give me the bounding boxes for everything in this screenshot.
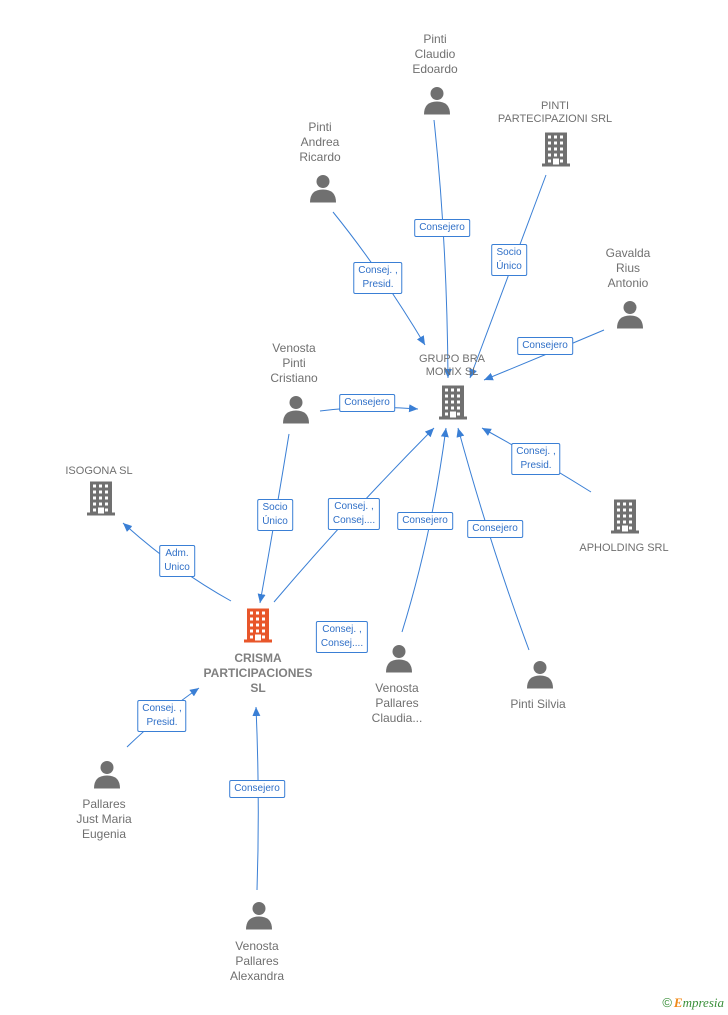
edge-label-venosta-claudia-to-crisma[interactable]: Consej. , Consej....: [315, 621, 369, 653]
edge-label-pinti-claudio-to-grupo[interactable]: Consejero: [414, 219, 470, 237]
node-label-isogona[interactable]: ISOGONA SL: [65, 465, 133, 477]
node-label-venosta-claudia[interactable]: Venosta Pallares Claudia...: [371, 681, 423, 725]
person-icon[interactable]: [525, 659, 555, 694]
edge-label-pinti-andrea-to-grupo[interactable]: Consej. , Presid.: [353, 262, 403, 294]
edge-venosta-alexandra-to-crisma: [252, 706, 261, 891]
edge-label-pinti-silvia-to-grupo[interactable]: Consejero: [467, 520, 523, 538]
company-building-icon[interactable]: [438, 385, 468, 426]
node-label-gavalda[interactable]: Gavalda Rius Antonio: [605, 246, 651, 290]
node-label-venosta-alexandra[interactable]: Venosta Pallares Alexandra: [229, 939, 285, 983]
edge-venosta-claudia-to-grupo: [401, 427, 449, 633]
node-label-venosta-cristiano[interactable]: Venosta Pinti Cristiano: [270, 341, 318, 385]
edge-label-apholding-to-grupo[interactable]: Consej. , Presid.: [511, 443, 561, 475]
edge-pinti-claudio-to-grupo: [433, 119, 452, 379]
edge-label-venosta-cristiano-to-grupo[interactable]: Consejero: [339, 394, 395, 412]
brand-initial: E: [673, 995, 683, 1010]
node-label-pinti-silvia[interactable]: Pinti Silvia: [510, 697, 566, 711]
person-icon[interactable]: [92, 759, 122, 794]
copyright-icon: ©: [662, 995, 672, 1010]
edge-label-venosta-cristiano-to-crisma[interactable]: Socio Único: [257, 499, 293, 531]
empresia-watermark: ©Empresia: [662, 995, 724, 1011]
company-building-icon[interactable]: [610, 499, 640, 540]
edge-label-venosta-alexandra-to-crisma[interactable]: Consejero: [229, 780, 285, 798]
edge-label-crisma-to-isogona[interactable]: Adm. Unico: [159, 545, 195, 577]
edge-pinti-silvia-to-grupo: [456, 427, 530, 651]
company-building-icon[interactable]: [86, 481, 116, 522]
edge-label-gavalda-to-grupo[interactable]: Consejero: [517, 337, 573, 355]
person-icon[interactable]: [422, 85, 452, 120]
node-label-apholding[interactable]: APHOLDING SRL: [579, 542, 669, 554]
node-label-pallares-just[interactable]: Pallares Just Maria Eugenia: [76, 797, 132, 841]
person-icon[interactable]: [615, 299, 645, 334]
company-building-icon[interactable]: [541, 132, 571, 173]
node-label-pinti-claudio[interactable]: Pinti Claudio Edoardo: [412, 32, 458, 76]
node-label-pinti-part[interactable]: PINTI PARTECIPAZIONI SRL: [497, 100, 613, 125]
person-icon[interactable]: [384, 643, 414, 678]
person-icon[interactable]: [244, 900, 274, 935]
node-label-grupo[interactable]: GRUPO BRA MONIX SL: [418, 353, 486, 378]
edge-label-crisma-to-grupo[interactable]: Consej. , Consej....: [327, 498, 381, 530]
edge-label-pallares-just-to-crisma[interactable]: Consej. , Presid.: [137, 700, 187, 732]
person-icon[interactable]: [281, 394, 311, 429]
node-label-pinti-andrea[interactable]: Pinti Andrea Ricardo: [299, 120, 341, 164]
brand-name: mpresia: [682, 995, 724, 1010]
company-building-icon[interactable]: [243, 608, 273, 649]
edge-gavalda-to-grupo: [483, 329, 605, 381]
edge-label-venosta-claudia-to-grupo[interactable]: Consejero: [397, 512, 453, 530]
person-icon[interactable]: [308, 173, 338, 208]
edge-label-pinti-part-to-grupo[interactable]: Socio Único: [491, 244, 527, 276]
node-label-crisma[interactable]: CRISMA PARTICIPACIONES SL: [203, 651, 313, 695]
